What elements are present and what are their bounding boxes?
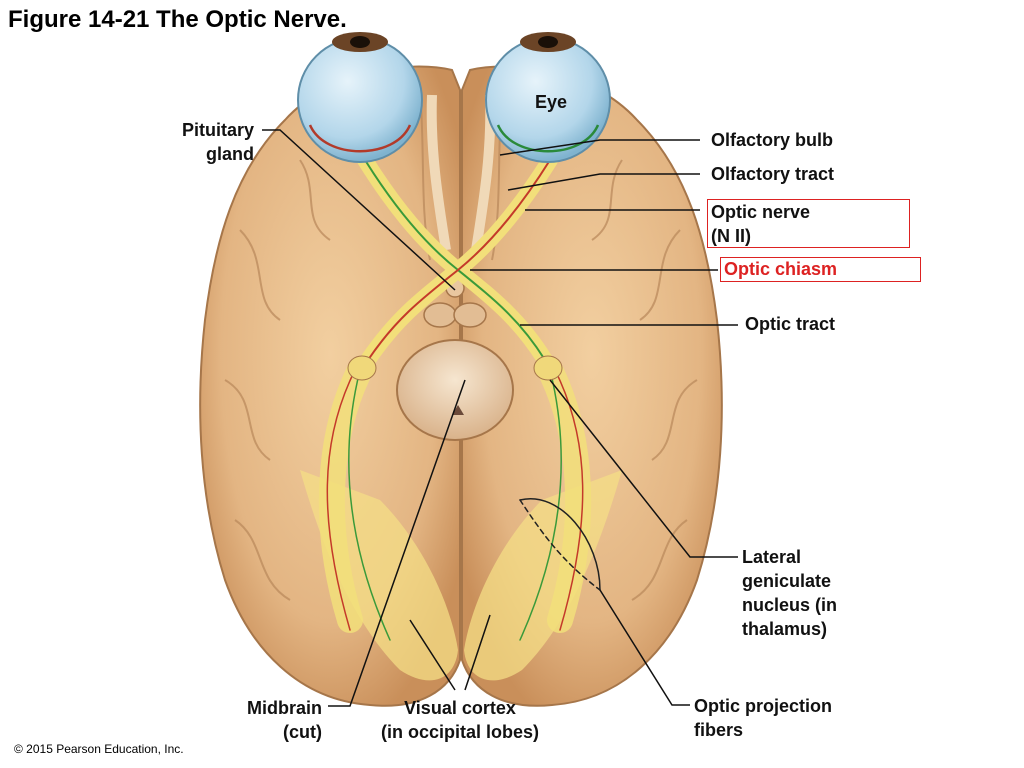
lgn-right	[533, 355, 563, 381]
optic-pathway	[318, 152, 601, 641]
copyright-notice: © 2015 Pearson Education, Inc.	[14, 742, 184, 756]
label-lateral-geniculate-nucleus: Lateral geniculate nucleus (in thalamus)	[742, 547, 838, 639]
midbrain-section	[396, 339, 514, 441]
label-optic-tract: Optic tract	[745, 314, 836, 334]
leader-visual-cortex-r	[464, 614, 491, 691]
label-pituitary-gland: Pituitary gland	[181, 120, 254, 164]
olfactory-tract-left	[426, 94, 451, 251]
label-olfactory-tract: Olfactory tract	[711, 164, 835, 184]
label-optic-nerve: Optic nerve (N II)	[707, 199, 910, 248]
figure-title: Figure 14-21 The Optic Nerve.	[8, 6, 347, 33]
label-visual-cortex: Visual cortex (in occipital lobes)	[380, 698, 540, 742]
label-optic-chiasm: Optic chiasm	[720, 257, 921, 282]
brain	[199, 65, 723, 707]
leader-olfactory-bulb	[499, 139, 700, 156]
eyes	[297, 32, 611, 163]
leader-projection	[599, 589, 690, 706]
label-midbrain: Midbrain (cut)	[247, 698, 322, 742]
left-eye	[297, 37, 423, 163]
leader-lgn	[549, 379, 738, 558]
leader-olfactory-tract	[507, 173, 700, 191]
leader-lines	[262, 129, 738, 707]
leader-visual-cortex-l	[409, 619, 456, 691]
label-optic-projection-fibers: Optic projection fibers	[694, 696, 833, 740]
label-eye: Eye	[535, 92, 568, 112]
label-olfactory-bulb: Olfactory bulb	[711, 130, 834, 150]
lgn-left	[347, 355, 377, 381]
leader-pituitary	[262, 129, 456, 291]
leader-midbrain	[328, 379, 466, 707]
